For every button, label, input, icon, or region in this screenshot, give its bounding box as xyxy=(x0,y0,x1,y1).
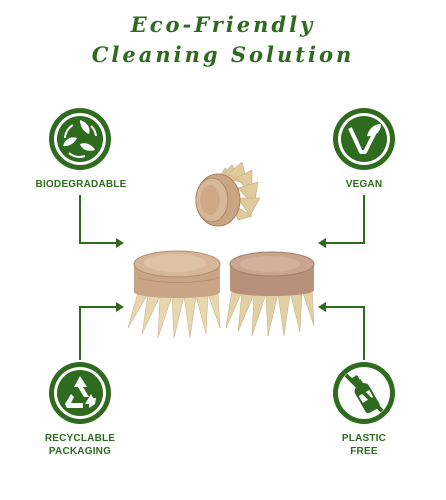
arrow-vegan xyxy=(324,195,365,244)
recyclable-label-line-2: PACKAGING xyxy=(48,446,112,457)
no-plastic-bottle-icon xyxy=(333,362,395,424)
headline-line-2: Cleaning Solution xyxy=(91,42,355,67)
vegan-leaf-icon xyxy=(333,108,395,170)
headline-line-1: Eco-Friendly xyxy=(130,12,316,37)
plastic-free-label: PLASTIC FREE xyxy=(324,432,404,458)
brush-heads-image xyxy=(127,161,315,339)
vegan-badge xyxy=(331,106,397,172)
recyclable-packaging-badge xyxy=(47,360,113,426)
right-brush-head xyxy=(225,251,315,337)
arrow-plastic-free xyxy=(324,306,365,360)
top-brush-head xyxy=(195,161,261,227)
plastic-free-label-line-2: FREE xyxy=(350,446,378,457)
recyclable-label-line-1: RECYCLABLE xyxy=(44,433,116,444)
arrow-recyclable xyxy=(79,306,118,360)
recycle-leaves-icon xyxy=(49,108,111,170)
vegan-label: VEGAN xyxy=(345,179,383,190)
plastic-free-badge xyxy=(331,360,397,426)
biodegradable-badge xyxy=(47,106,113,172)
recycle-symbol-icon xyxy=(49,362,111,424)
arrow-biodegradable xyxy=(79,195,118,244)
biodegradable-label: BIODEGRADABLE xyxy=(35,179,127,190)
plastic-free-label-line-1: PLASTIC xyxy=(341,433,387,444)
recyclable-packaging-label: RECYCLABLE PACKAGING xyxy=(30,432,130,458)
left-brush-head xyxy=(127,250,221,339)
